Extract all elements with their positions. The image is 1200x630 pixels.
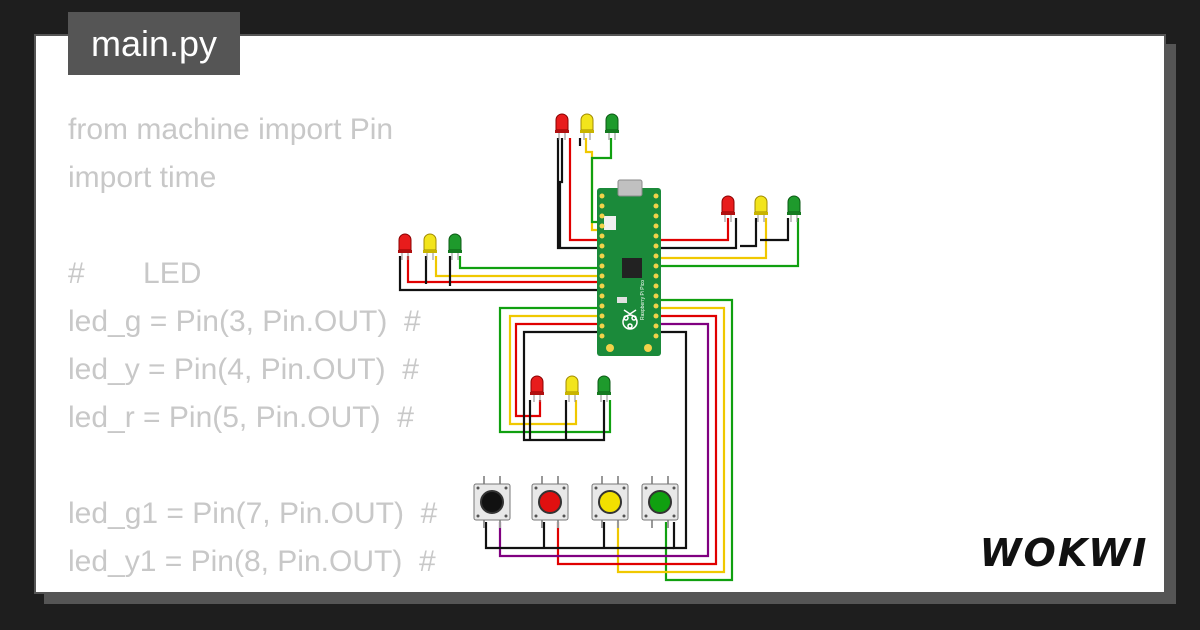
wokwi-logo-text: WOKWI — [980, 531, 1149, 575]
led-group-right[interactable] — [721, 195, 801, 222]
led-yellow — [754, 195, 768, 222]
pico-pins-right — [653, 193, 659, 339]
led-green — [787, 195, 801, 222]
led-red — [398, 233, 412, 260]
led-group-left[interactable] — [398, 233, 462, 260]
file-tab-label: main.py — [90, 22, 218, 64]
code-line: led_y = Pin(4, Pin.OUT) # — [68, 353, 419, 386]
pushbutton-red — [531, 476, 569, 528]
code-line: led_y1 = Pin(8, Pin.OUT) # — [68, 545, 436, 578]
wokwi-logo: WOKWI — [980, 531, 1149, 575]
code-line: # LED — [68, 257, 202, 290]
led-group-top[interactable] — [555, 113, 619, 140]
board-name-label: Raspberry Pi Pico — [640, 280, 646, 320]
code-line: from machine import Pin — [68, 113, 394, 146]
pico-pins-left — [599, 193, 605, 339]
wires-buttons — [484, 298, 734, 582]
wires-right-leds — [658, 218, 800, 268]
led-yellow — [423, 233, 437, 260]
led-yellow — [580, 113, 594, 140]
code-line: led_g = Pin(3, Pin.OUT) # — [68, 305, 421, 338]
wires-top-leds — [556, 138, 613, 250]
led-green — [448, 233, 462, 260]
pushbutton-green — [641, 476, 679, 528]
pushbutton-black — [473, 476, 511, 528]
pushbuttons[interactable] — [473, 476, 679, 528]
wires-left-leds — [398, 256, 600, 292]
code-line: led_g1 = Pin(7, Pin.OUT) # — [68, 497, 438, 530]
file-tab[interactable]: main.py — [68, 12, 240, 75]
code-line: import time — [68, 161, 217, 194]
wires-bottom-leds — [498, 306, 612, 442]
led-red — [530, 375, 544, 402]
code-line: led_r = Pin(5, Pin.OUT) # — [68, 401, 414, 434]
led-red — [721, 195, 735, 222]
led-group-bottom[interactable] — [530, 375, 611, 402]
pico-board[interactable]: Raspberry Pi Pico — [597, 179, 661, 356]
led-red — [555, 113, 569, 140]
led-green — [597, 375, 611, 402]
led-green — [605, 113, 619, 140]
code-editor[interactable]: from machine import Pin import time # LED l… — [68, 106, 438, 592]
raspberry-logo-icon — [622, 309, 638, 330]
pushbutton-yellow — [591, 476, 629, 528]
led-yellow — [565, 375, 579, 402]
